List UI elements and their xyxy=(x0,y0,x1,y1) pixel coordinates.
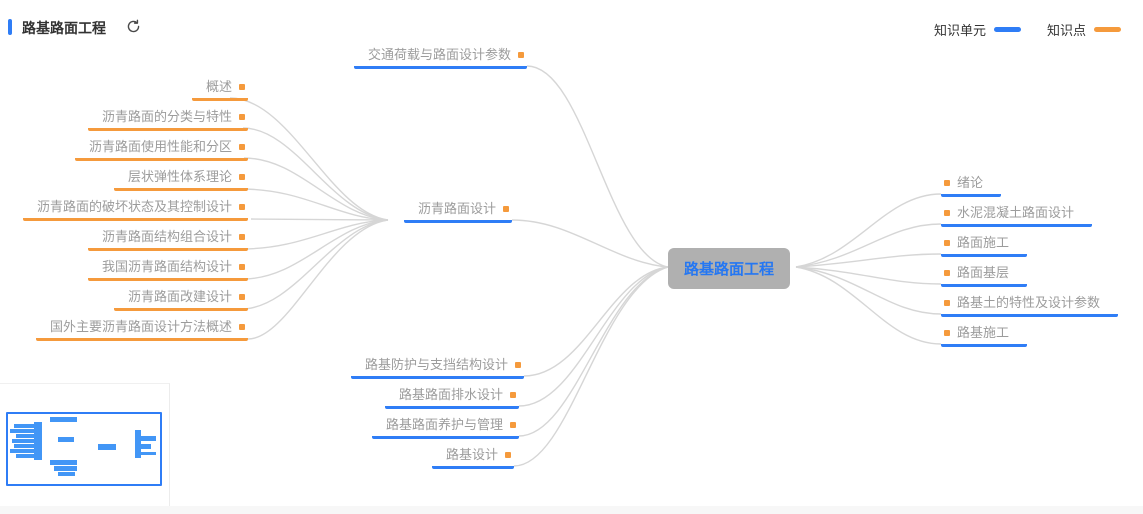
node-asphalt-failure-control[interactable]: 沥青路面的破坏状态及其控制设计 xyxy=(22,198,248,221)
root-label: 路基路面工程 xyxy=(684,261,775,278)
node-label: 层状弹性体系理论 xyxy=(127,169,232,184)
minimap-content xyxy=(10,417,156,476)
node-label: 国外主要沥青路面设计方法概述 xyxy=(49,319,232,334)
minimap-panel xyxy=(0,383,170,507)
node-label: 路基路面排水设计 xyxy=(398,387,503,402)
expand-dot-icon xyxy=(239,323,245,330)
node-asphalt-reconstruction-design[interactable]: 沥青路面改建设计 xyxy=(113,288,248,311)
node-label: 路基防护与支挡结构设计 xyxy=(364,357,508,372)
legend-unit-label: 知识单元 xyxy=(933,23,986,38)
node-label: 我国沥青路面结构设计 xyxy=(101,259,232,274)
node-label: 路基设计 xyxy=(445,447,498,462)
expand-dot-icon xyxy=(944,299,950,306)
node-subgrade-design[interactable]: 路基设计 xyxy=(431,446,514,469)
expand-dot-icon xyxy=(944,329,950,336)
node-asphalt-performance-zoning[interactable]: 沥青路面使用性能和分区 xyxy=(74,138,248,161)
node-asphalt-structure-combination[interactable]: 沥青路面结构组合设计 xyxy=(87,228,248,251)
node-protection-retaining-design[interactable]: 路基防护与支挡结构设计 xyxy=(350,356,524,379)
node-label: 路面施工 xyxy=(957,235,1010,250)
node-label: 沥青路面结构组合设计 xyxy=(101,229,232,244)
node-introduction[interactable]: 绪论 xyxy=(941,174,1002,197)
header: 路基路面工程 xyxy=(0,0,1143,44)
node-label: 水泥混凝土路面设计 xyxy=(957,205,1075,220)
node-label: 绪论 xyxy=(957,175,984,190)
expand-dot-icon xyxy=(510,421,516,428)
expand-dot-icon xyxy=(239,143,245,150)
knowledge-unit-color-bar xyxy=(993,27,1021,32)
node-subgrade-construction[interactable]: 路基施工 xyxy=(941,324,1028,347)
knowledge-point-color-bar xyxy=(1094,27,1121,32)
asphalt-children-column: 概述 沥青路面的分类与特性 沥青路面使用性能和分区 层状弹性体系理论 沥青路面的… xyxy=(22,78,248,341)
expand-dot-icon xyxy=(944,269,950,276)
expand-dot-icon xyxy=(944,179,950,186)
node-asphalt-pavement-design[interactable]: 沥青路面设计 xyxy=(403,200,512,223)
node-layered-elastic-theory[interactable]: 层状弹性体系理论 xyxy=(113,168,248,191)
node-label: 概述 xyxy=(205,79,232,94)
node-drainage-design[interactable]: 路基路面排水设计 xyxy=(384,386,519,409)
node-label: 沥青路面的破坏状态及其控制设计 xyxy=(36,199,232,214)
node-overview[interactable]: 概述 xyxy=(191,78,248,101)
expand-dot-icon xyxy=(503,205,509,212)
expand-dot-icon xyxy=(518,51,524,58)
node-maintenance-management[interactable]: 路基路面养护与管理 xyxy=(371,416,519,439)
node-pavement-construction[interactable]: 路面施工 xyxy=(941,234,1028,257)
expand-dot-icon xyxy=(239,83,245,90)
expand-dot-icon xyxy=(239,293,245,300)
legend-knowledge-point: 知识点 xyxy=(1047,20,1121,39)
node-subgrade-soil-parameters[interactable]: 路基土的特性及设计参数 xyxy=(941,294,1119,317)
node-label: 路面基层 xyxy=(957,265,1010,280)
expand-dot-icon xyxy=(239,233,245,240)
node-label: 路基土的特性及设计参数 xyxy=(957,295,1101,310)
expand-dot-icon xyxy=(239,113,245,120)
legend: 知识单元 知识点 xyxy=(934,20,1121,39)
node-label: 沥青路面的分类与特性 xyxy=(101,109,232,124)
node-china-asphalt-structure-design[interactable]: 我国沥青路面结构设计 xyxy=(87,258,248,281)
node-foreign-asphalt-methods[interactable]: 国外主要沥青路面设计方法概述 xyxy=(35,318,248,341)
expand-dot-icon xyxy=(944,239,950,246)
node-cement-concrete-pavement-design[interactable]: 水泥混凝土路面设计 xyxy=(941,204,1093,227)
page-title: 路基路面工程 xyxy=(22,20,106,36)
node-asphalt-classification[interactable]: 沥青路面的分类与特性 xyxy=(87,108,248,131)
node-label: 沥青路面改建设计 xyxy=(127,289,232,304)
node-label: 沥青路面使用性能和分区 xyxy=(88,139,232,154)
node-label: 交通荷载与路面设计参数 xyxy=(367,47,511,62)
expand-dot-icon xyxy=(510,391,516,398)
expand-dot-icon xyxy=(944,209,950,216)
expand-dot-icon xyxy=(239,203,245,210)
expand-dot-icon xyxy=(239,173,245,180)
node-pavement-base[interactable]: 路面基层 xyxy=(941,264,1028,287)
node-label: 沥青路面设计 xyxy=(417,201,496,216)
expand-dot-icon xyxy=(505,451,511,458)
expand-dot-icon xyxy=(239,263,245,270)
minimap-viewport[interactable] xyxy=(6,412,162,486)
legend-point-label: 知识点 xyxy=(1046,23,1086,38)
node-traffic-load-params[interactable]: 交通荷载与路面设计参数 xyxy=(353,46,527,69)
page-bottom-strip xyxy=(0,506,1143,514)
node-label: 路基施工 xyxy=(957,325,1010,340)
title-accent-bar xyxy=(8,19,12,35)
expand-dot-icon xyxy=(515,361,521,368)
legend-knowledge-unit: 知识单元 xyxy=(934,20,1021,39)
root-node[interactable]: 路基路面工程 xyxy=(668,248,791,289)
node-label: 路基路面养护与管理 xyxy=(385,417,503,432)
refresh-icon[interactable] xyxy=(126,19,141,34)
